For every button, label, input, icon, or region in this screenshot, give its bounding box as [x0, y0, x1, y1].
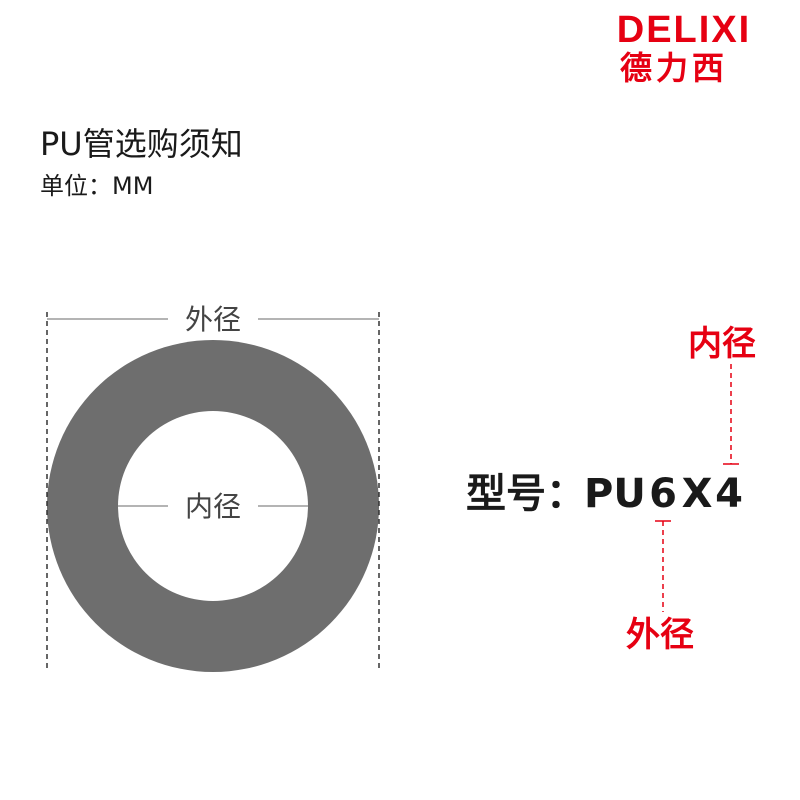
brand-logo: DELIXI 德力西 [585, 10, 775, 88]
tube-inner-circle [118, 411, 308, 601]
page-title: PU管选购须知 [40, 125, 243, 163]
outer-diameter-label: 外径 [185, 303, 241, 336]
inner-diameter-label: 内径 [185, 490, 241, 523]
brand-name-cn: 德力西 [619, 49, 728, 87]
model-separator: X [681, 471, 713, 517]
inner-diameter-callout: 内径 [688, 324, 756, 364]
model-prefix: PU [584, 471, 646, 517]
outer-diameter-callout: 外径 [626, 615, 694, 655]
model-label: 型号： [466, 471, 586, 517]
unit-label: 单位：MM [40, 172, 154, 200]
model-inner-value: 4 [715, 471, 743, 517]
brand-name-en: DELIXI [616, 9, 752, 51]
model-outer-value: 6 [649, 471, 677, 517]
